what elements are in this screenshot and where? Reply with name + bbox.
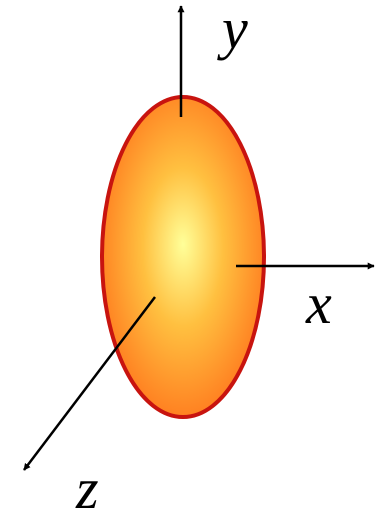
ellipsoid-body <box>100 95 266 419</box>
x-axis-label: x <box>305 271 332 336</box>
z-axis-label: z <box>75 456 99 516</box>
y-axis-label: y <box>217 0 248 61</box>
z-axis-arrow <box>23 296 156 471</box>
